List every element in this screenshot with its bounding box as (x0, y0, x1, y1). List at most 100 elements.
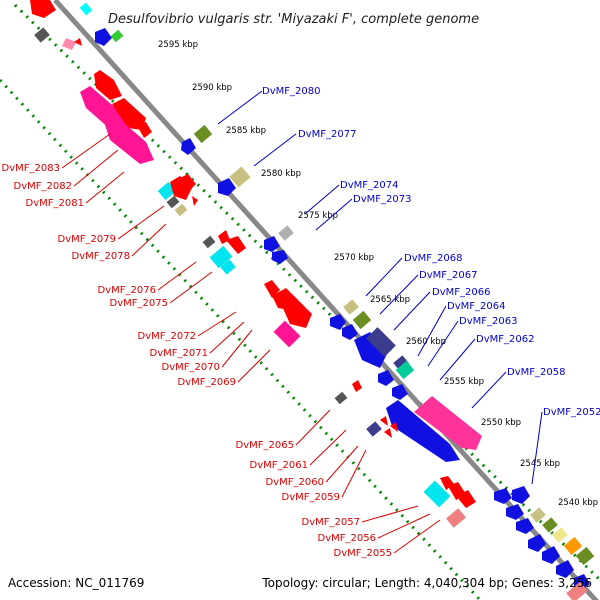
reverse-gene-box[interactable] (366, 421, 382, 437)
forward-gene-arrow[interactable] (494, 488, 512, 504)
forward-gene-arrow[interactable] (386, 400, 460, 462)
gene-label-DvMF_2055[interactable]: DvMF_2055 (334, 548, 392, 559)
forward-gene-arrow[interactable] (342, 324, 358, 340)
forward-gene-arrow[interactable] (542, 546, 560, 564)
reverse-gene-arrow[interactable] (112, 98, 146, 130)
gene-label-DvMF_2052[interactable]: DvMF_2052 (543, 407, 600, 418)
gene-label-DvMF_2083[interactable]: DvMF_2083 (2, 163, 60, 174)
reverse-gene-arrow[interactable] (62, 38, 76, 50)
forward-gene-arrow[interactable] (378, 370, 394, 386)
forward-gene-arrow[interactable] (330, 314, 346, 330)
gene-label-DvMF_2071[interactable]: DvMF_2071 (150, 348, 208, 359)
reverse-gene-box[interactable] (209, 245, 233, 269)
forward-gene-arrow[interactable] (264, 236, 280, 252)
reverse-gene-box[interactable] (174, 203, 188, 217)
reverse-gene-arrow[interactable] (352, 380, 362, 392)
tick-label: 2585 kbp (226, 126, 266, 136)
reverse-gene-arrow[interactable] (264, 280, 280, 298)
reverse-gene-arrow[interactable] (456, 490, 476, 508)
forward-gene-box[interactable] (575, 546, 595, 566)
forward-gene-box[interactable] (278, 225, 294, 241)
scale-tick-group: 2595 kbp 2590 kbp 2585 kbp 2580 kbp 2575… (158, 40, 598, 508)
forward-gene-box[interactable] (395, 360, 415, 380)
gene-label-DvMF_2073[interactable]: DvMF_2073 (353, 194, 411, 205)
reverse-gene-arrow[interactable] (136, 122, 152, 138)
forward-gene-arrow[interactable] (272, 250, 288, 264)
gene-label-DvMF_2080[interactable]: DvMF_2080 (262, 86, 320, 97)
forward-gene-arrow[interactable] (528, 534, 546, 552)
reverse-gene-arrow[interactable] (180, 174, 196, 190)
forward-gene-box[interactable] (552, 527, 568, 543)
forward-gene-arrow[interactable] (512, 486, 530, 504)
gene-label-DvMF_2061[interactable]: DvMF_2061 (250, 460, 308, 471)
reverse-gene-arrow[interactable] (104, 116, 154, 164)
reverse-gene-arrow[interactable] (282, 298, 312, 328)
tick-label: 2550 kbp (481, 418, 521, 428)
reverse-gene-box[interactable] (423, 480, 451, 508)
gene-label-DvMF_2057[interactable]: DvMF_2057 (302, 517, 360, 528)
reverse-gene-arrow[interactable] (390, 422, 398, 432)
forward-gene-arrow[interactable] (506, 504, 524, 520)
gene-label-DvMF_2070[interactable]: DvMF_2070 (162, 362, 220, 373)
tick-label: 2595 kbp (158, 40, 198, 50)
reverse-gene-box[interactable] (446, 508, 466, 528)
reverse-gene-arrow[interactable] (94, 70, 122, 100)
reverse-gene-arrow[interactable] (192, 196, 198, 206)
reverse-gene-arrow[interactable] (384, 428, 392, 438)
gene-label-DvMF_2069[interactable]: DvMF_2069 (178, 377, 236, 388)
forward-gene-box[interactable] (79, 2, 93, 16)
reverse-gene-arrow[interactable] (226, 236, 246, 254)
forward-gene-arrow[interactable] (392, 384, 408, 400)
gene-label-DvMF_2067[interactable]: DvMF_2067 (419, 270, 477, 281)
gene-label-DvMF_2078[interactable]: DvMF_2078 (72, 251, 130, 262)
gene-label-DvMF_2056[interactable]: DvMF_2056 (318, 533, 376, 544)
gene-label-DvMF_2062[interactable]: DvMF_2062 (476, 334, 534, 345)
reverse-gene-box[interactable] (273, 320, 301, 348)
gene-label-DvMF_2082[interactable]: DvMF_2082 (14, 181, 72, 192)
forward-gene-box[interactable] (366, 327, 396, 357)
forward-gene-arrow[interactable] (218, 178, 236, 196)
gene-label-DvMF_2059[interactable]: DvMF_2059 (282, 492, 340, 503)
reverse-gene-box[interactable] (220, 259, 236, 275)
reverse-gene-box[interactable] (334, 391, 348, 405)
gene-label-DvMF_2081[interactable]: DvMF_2081 (26, 198, 84, 209)
gene-label-DvMF_2064[interactable]: DvMF_2064 (447, 301, 505, 312)
gene-label-DvMF_2058[interactable]: DvMF_2058 (507, 367, 565, 378)
forward-gene-arrow[interactable] (516, 518, 534, 534)
forward-gene-box[interactable] (110, 29, 124, 43)
reverse-gene-arrow[interactable] (170, 176, 192, 200)
gene-label-DvMF_2060[interactable]: DvMF_2060 (266, 477, 324, 488)
forward-gene-arrow[interactable] (414, 396, 482, 450)
forward-gene-arrow[interactable] (181, 138, 196, 155)
forward-gene-box[interactable] (352, 310, 372, 330)
forward-gene-box[interactable] (393, 355, 409, 371)
reverse-gene-box[interactable] (34, 27, 50, 43)
forward-gene-box[interactable] (343, 299, 359, 315)
reverse-gene-box[interactable] (166, 195, 180, 209)
gene-label-DvMF_2077[interactable]: DvMF_2077 (298, 129, 356, 140)
reverse-gene-box[interactable] (566, 581, 588, 600)
gene-label-DvMF_2076[interactable]: DvMF_2076 (98, 285, 156, 296)
genome-backbone (53, 0, 599, 600)
gene-label-DvMF_2079[interactable]: DvMF_2079 (58, 234, 116, 245)
reverse-gene-arrow[interactable] (380, 416, 388, 426)
gene-label-DvMF_2063[interactable]: DvMF_2063 (459, 316, 517, 327)
gene-label-DvMF_2068[interactable]: DvMF_2068 (404, 253, 462, 264)
gene-label-DvMF_2072[interactable]: DvMF_2072 (138, 331, 196, 342)
gene-label-DvMF_2074[interactable]: DvMF_2074 (340, 180, 398, 191)
gene-label-DvMF_2066[interactable]: DvMF_2066 (432, 287, 490, 298)
forward-gene-box[interactable] (229, 166, 251, 188)
reverse-gene-arrow[interactable] (74, 38, 82, 46)
gene-label-DvMF_2075[interactable]: DvMF_2075 (110, 298, 168, 309)
forward-gene-box[interactable] (193, 124, 213, 144)
outer-dotted-track (13, 3, 600, 582)
gene-label-DvMF_2065[interactable]: DvMF_2065 (236, 440, 294, 451)
forward-gene-box[interactable] (563, 536, 583, 556)
forward-gene-box[interactable] (542, 517, 558, 533)
reverse-gene-box[interactable] (202, 235, 216, 249)
forward-gene-arrow[interactable] (556, 560, 574, 578)
forward-gene-box[interactable] (530, 507, 546, 523)
forward-gene-arrow[interactable] (95, 28, 112, 46)
reverse-gene-arrow[interactable] (30, 0, 56, 18)
forward-gene-arrow[interactable] (354, 332, 388, 368)
